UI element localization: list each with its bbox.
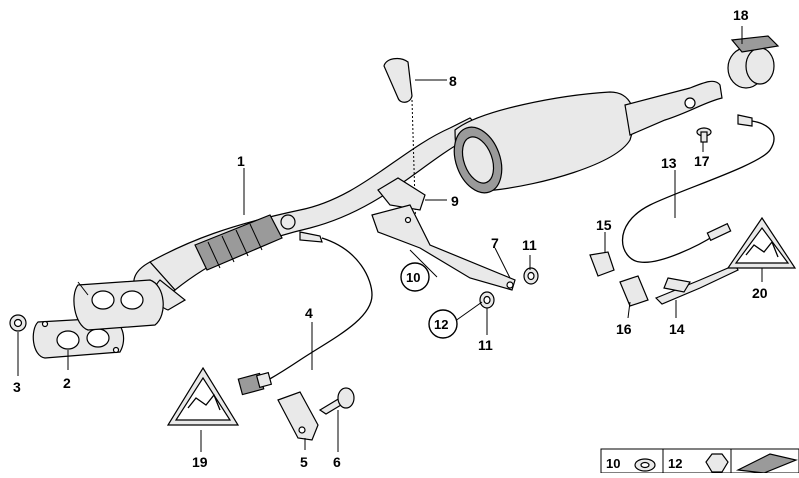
screw[interactable] [696, 127, 712, 143]
callout-7: 7 [491, 235, 499, 251]
callout-1: 1 [237, 153, 245, 169]
legend-label-10: 10 [606, 456, 620, 471]
callout-20: 20 [752, 285, 768, 301]
callout-14: 14 [669, 321, 685, 337]
parts-legend: 10 12 [600, 448, 799, 474]
callout-12-ring [428, 309, 458, 339]
callout-3: 3 [13, 379, 21, 395]
bolt[interactable] [318, 387, 355, 415]
catalytic-converter[interactable] [446, 80, 723, 199]
callout-8: 8 [449, 73, 457, 89]
washer-bottom[interactable] [479, 291, 495, 309]
warning-label-left[interactable] [166, 366, 240, 426]
callout-18: 18 [733, 7, 749, 23]
callout-19: 19 [192, 454, 208, 470]
callout-10: 10 [406, 270, 420, 285]
callout-17: 17 [694, 153, 710, 169]
hot-surface-icon [187, 393, 221, 411]
callout-11-top: 11 [522, 237, 537, 253]
callout-5: 5 [300, 454, 308, 470]
callout-4: 4 [305, 305, 313, 321]
clamp[interactable] [377, 177, 426, 211]
warning-label-right[interactable] [726, 216, 797, 269]
wire-clip-top[interactable] [589, 251, 615, 277]
callout-12: 12 [434, 317, 448, 332]
hanger[interactable] [383, 57, 417, 236]
pipe-flange [73, 279, 164, 331]
callout-16: 16 [616, 321, 632, 337]
hot-surface-icon [745, 240, 779, 258]
legend-label-12: 12 [668, 456, 682, 471]
nut[interactable] [9, 314, 27, 332]
callout-13: 13 [661, 155, 677, 171]
oxygen-sensor-rear[interactable] [622, 114, 775, 263]
callout-11-bottom: 11 [478, 337, 493, 353]
callout-6: 6 [333, 454, 341, 470]
pipe-clamp[interactable] [727, 35, 780, 89]
washer-top[interactable] [523, 267, 539, 285]
sensor-port-icon [684, 97, 696, 109]
shield-bracket[interactable] [654, 264, 739, 305]
callout-10-ring [400, 262, 430, 292]
callout-9: 9 [451, 193, 459, 209]
wire-clip-bottom[interactable] [619, 275, 649, 307]
sensor-bracket[interactable] [277, 391, 319, 441]
callout-2: 2 [63, 375, 71, 391]
oxygen-sensor-front[interactable] [237, 214, 373, 396]
callout-15: 15 [596, 217, 612, 233]
support-bracket[interactable] [371, 204, 516, 291]
